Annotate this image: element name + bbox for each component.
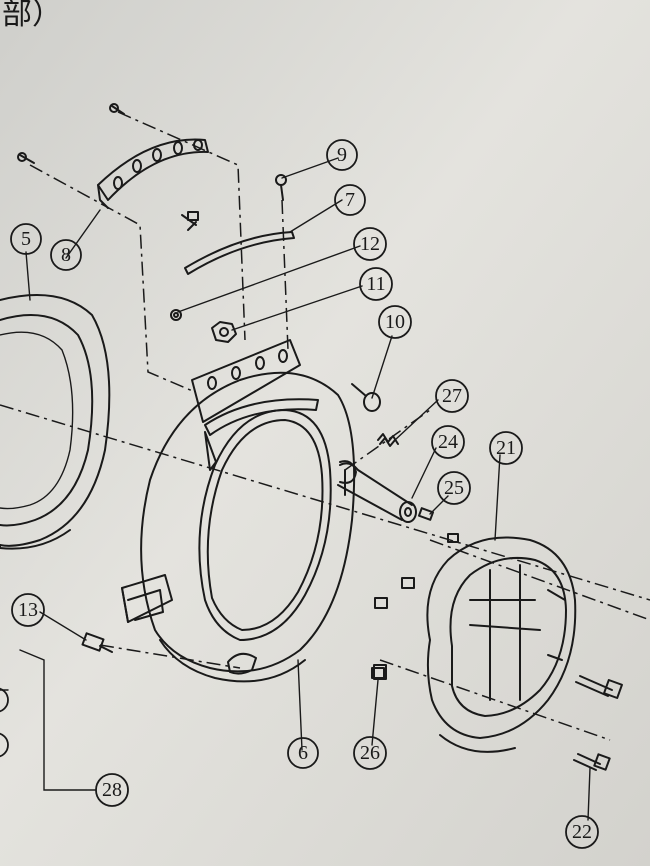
callout-10: 10 xyxy=(378,305,412,339)
callout-22: 22 xyxy=(565,815,599,849)
svg-text:27: 27 xyxy=(442,385,462,407)
callout-26: 26 xyxy=(353,736,387,770)
svg-text:26: 26 xyxy=(360,742,380,764)
callout-25: 25 xyxy=(437,471,471,505)
part-22-bolts xyxy=(573,675,623,771)
callout-12: 12 xyxy=(353,227,387,261)
callout-21: 21 xyxy=(489,431,523,465)
part-10-bolt xyxy=(351,383,381,412)
part-11-nut xyxy=(211,321,237,343)
svg-text:22: 22 xyxy=(572,821,592,843)
header-title: 部） xyxy=(2,0,62,32)
svg-text:6: 6 xyxy=(298,742,308,764)
callout-6: 6 xyxy=(287,737,319,769)
callout-11: 11 xyxy=(359,267,393,301)
svg-text:12: 12 xyxy=(360,233,380,255)
part-12-washer xyxy=(170,309,182,321)
svg-text:13: 13 xyxy=(18,599,38,621)
callout-28: 28 xyxy=(95,773,129,807)
svg-text:24: 24 xyxy=(438,431,458,453)
part-24-shaft xyxy=(337,462,417,523)
callouts: 9 7 12 11 10 27 24 21 25 5 8 13 6 26 28 … xyxy=(10,139,599,849)
svg-text:8: 8 xyxy=(61,244,71,266)
svg-text:11: 11 xyxy=(366,273,385,295)
part-7-strip xyxy=(184,231,295,275)
part-27-spring xyxy=(377,433,399,447)
leader-lines xyxy=(0,157,591,821)
callout-24: 24 xyxy=(431,425,465,459)
svg-text:28: 28 xyxy=(102,779,122,801)
svg-text:10: 10 xyxy=(385,311,405,333)
edge-fragments xyxy=(0,687,9,758)
callout-8: 8 xyxy=(50,239,82,271)
part-5-ring xyxy=(0,294,111,550)
svg-text:9: 9 xyxy=(337,144,347,166)
part-6-main-ring xyxy=(121,339,357,683)
svg-text:21: 21 xyxy=(496,437,516,459)
callout-27: 27 xyxy=(435,379,469,413)
part-21-ring xyxy=(426,536,577,753)
callout-9: 9 xyxy=(326,139,358,171)
svg-text:7: 7 xyxy=(345,189,355,211)
part-9-screw xyxy=(275,174,287,201)
part-25-pin xyxy=(417,507,435,521)
top-screws xyxy=(17,103,199,231)
part-26-pin xyxy=(373,664,387,680)
callout-5: 5 xyxy=(10,223,42,255)
callout-13: 13 xyxy=(11,593,45,627)
callout-7: 7 xyxy=(334,184,366,216)
part-8-bracket xyxy=(97,138,209,209)
svg-text:25: 25 xyxy=(444,477,464,499)
svg-text:5: 5 xyxy=(21,228,31,250)
